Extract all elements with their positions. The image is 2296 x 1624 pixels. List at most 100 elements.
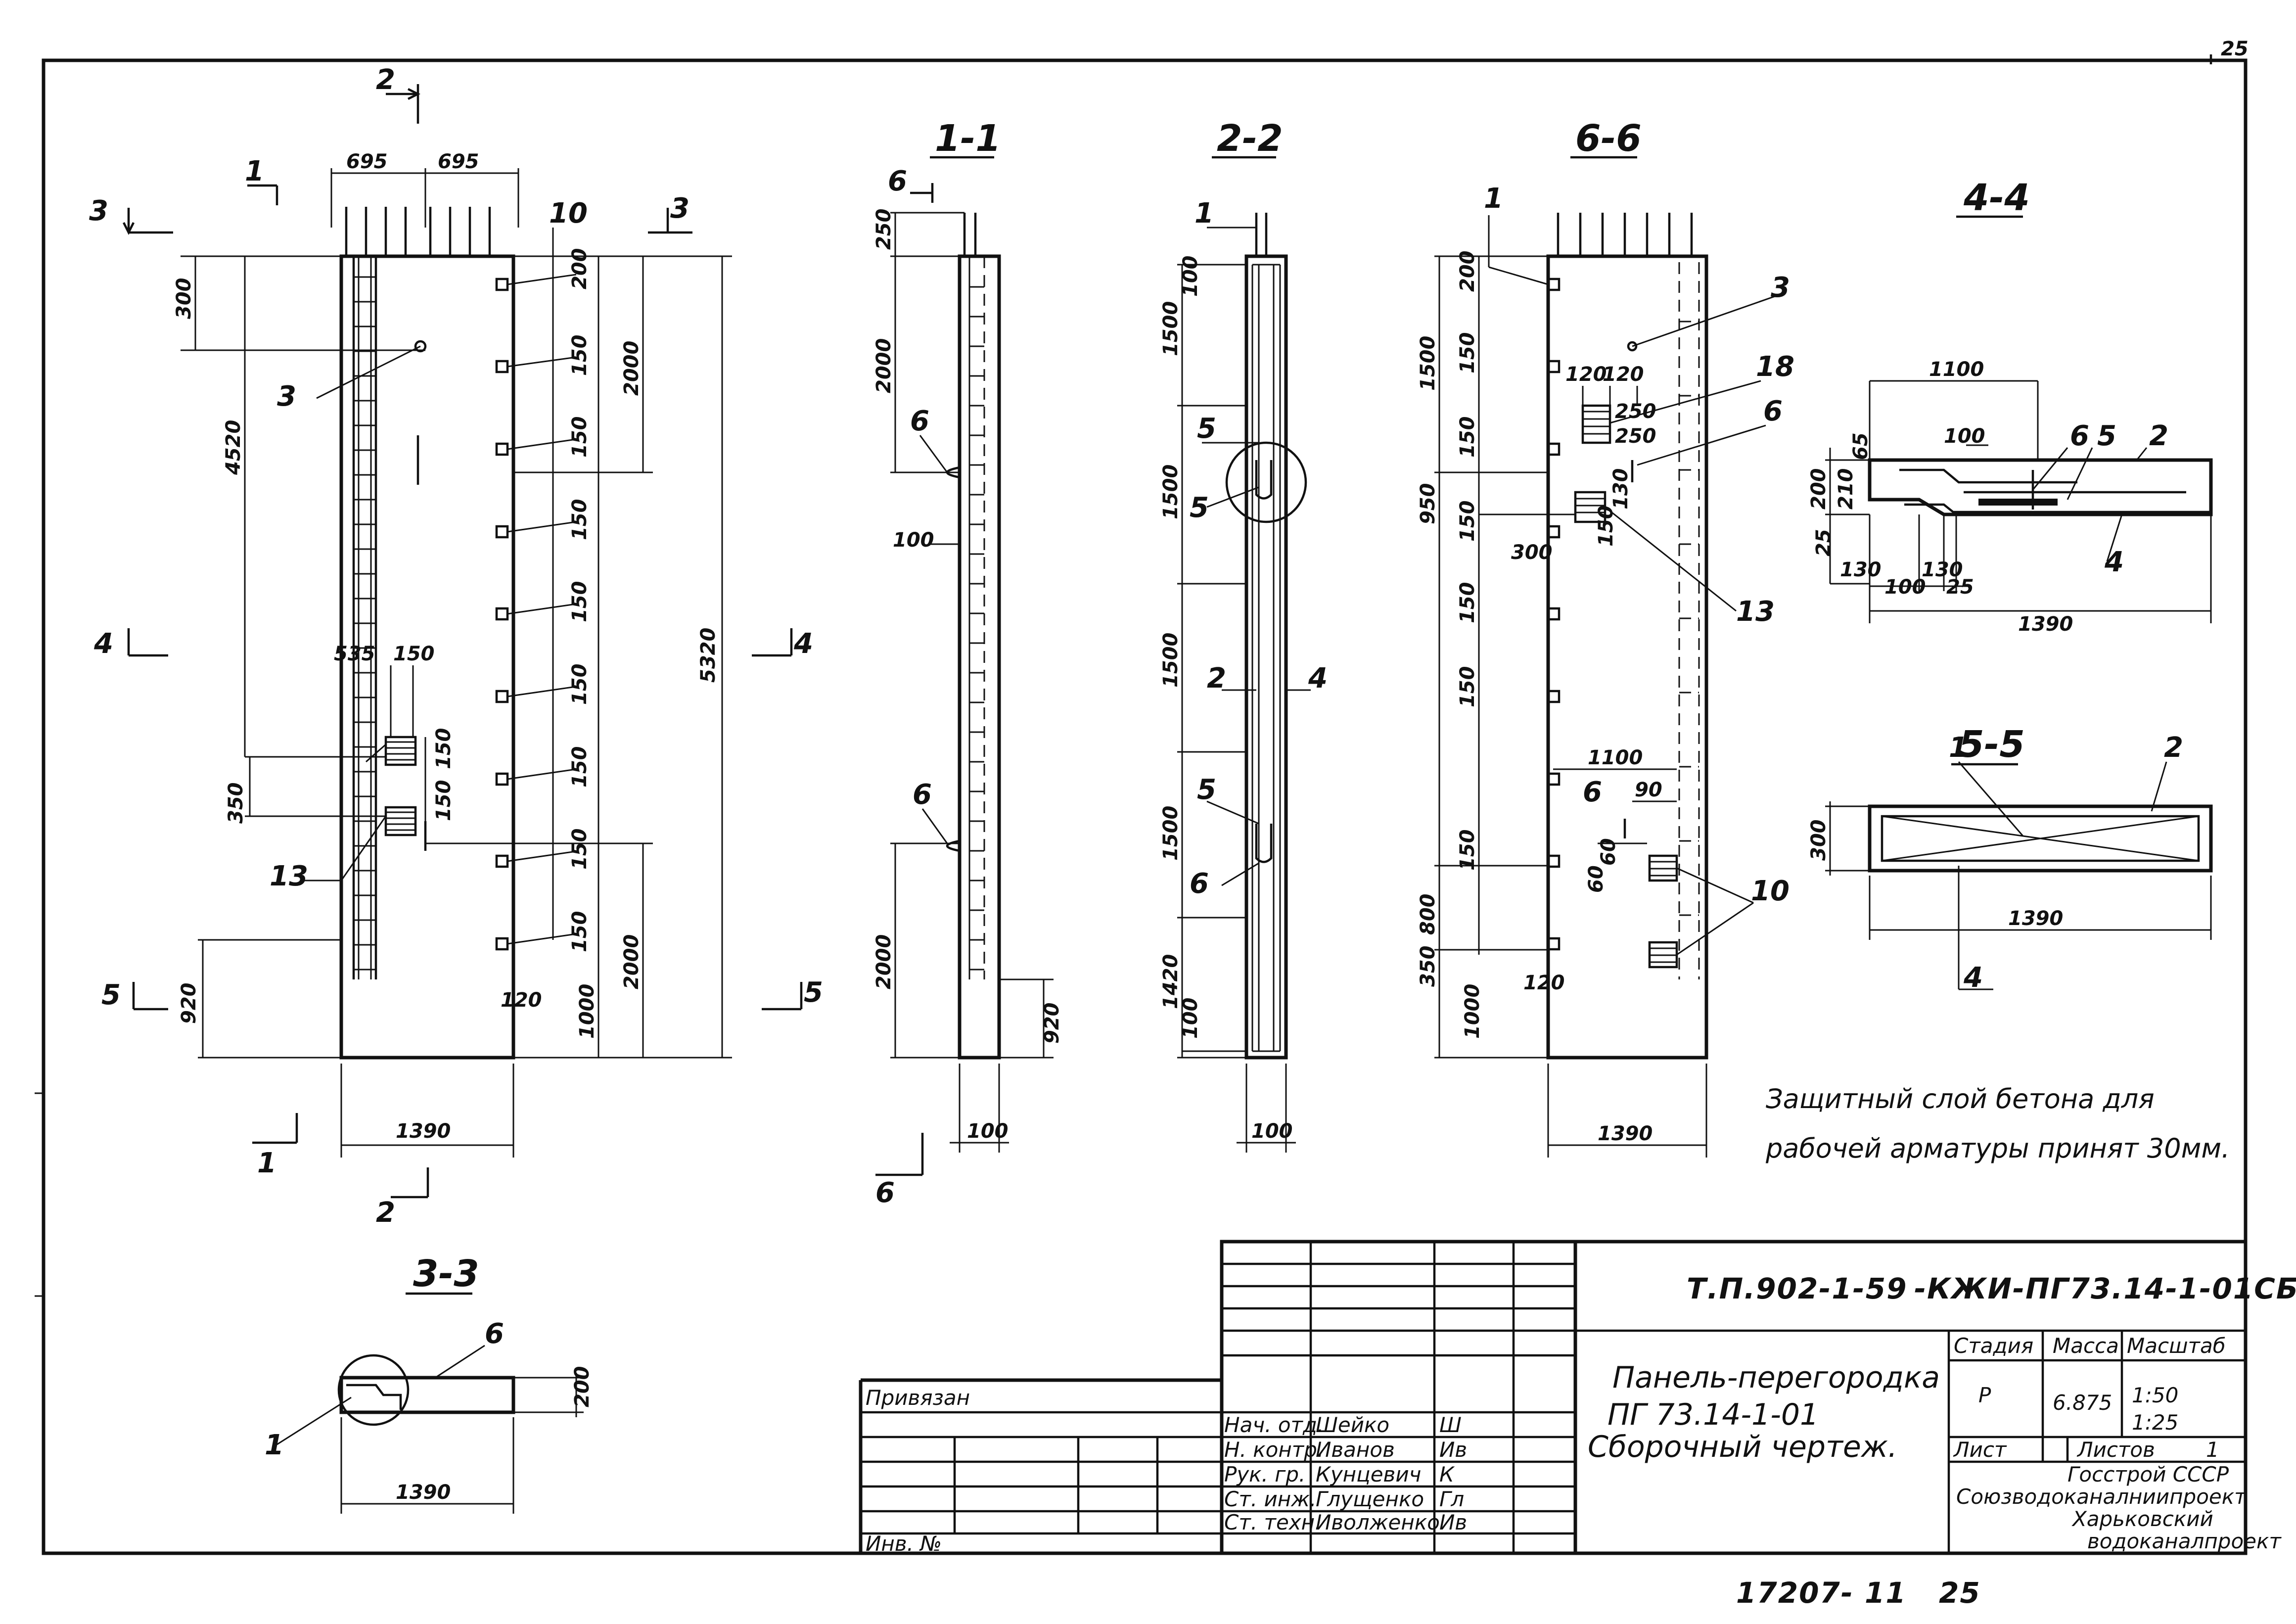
title-line-1: Панель-перегородка — [1612, 1360, 1940, 1395]
s55-dim-1390: 1390 — [2008, 907, 2063, 930]
s55-dim-300: 300 — [1807, 820, 1830, 861]
s44-dim-1100: 1100 — [1929, 358, 1984, 381]
dim-1000: 1000 — [576, 984, 598, 1039]
section-1-1: 1-1 — [872, 117, 1063, 1209]
sig-sign-1: Ш — [1439, 1413, 1462, 1437]
s66-dim-150-b: 150 — [1456, 417, 1479, 458]
s22-dim-1500-d: 1500 — [1159, 806, 1182, 861]
dim-150-r6: 150 — [568, 746, 591, 788]
callout-13-main: 13 — [270, 860, 308, 892]
s22-callout-4-b: 5 — [1190, 492, 1209, 524]
s66-dim-1500: 1500 — [1417, 336, 1439, 391]
dim-2000-top: 2000 — [620, 341, 643, 396]
org-line-1: Госстрой СССР — [2067, 1462, 2229, 1486]
s66-callout-10: 10 — [1751, 875, 1790, 907]
cut-2-top: 2 — [376, 64, 395, 96]
s66-callout-18: 18 — [1756, 351, 1794, 383]
s11-stirrups — [969, 286, 984, 971]
dim-150-r8: 150 — [568, 911, 591, 953]
dim-695-right: 695 — [438, 150, 479, 173]
dim-920: 920 — [178, 983, 200, 1024]
sig-name-2: Иванов — [1316, 1438, 1395, 1462]
note-line-1: Защитный слой бетона для — [1766, 1083, 2155, 1114]
s44-dim-25-bottom: 25 — [1946, 576, 1974, 599]
dim-150-r3: 150 — [568, 499, 591, 541]
s66-dim-60-a: 60 — [1597, 838, 1620, 866]
org-line-4: водоканалпроект — [2087, 1529, 2282, 1553]
dim-150-r5: 150 — [568, 664, 591, 705]
sheets-value: 1 — [2206, 1438, 2219, 1462]
title-line-2: ПГ 73.14-1-01 — [1607, 1397, 1819, 1432]
section-2-2: 2-2 1 5 5 2 4 5 6 — [1159, 117, 1328, 1153]
s66-dim-150-a: 150 — [1456, 332, 1479, 374]
s22-dim-1500-b: 1500 — [1159, 464, 1182, 519]
org-line-2: Союзводоканалниипроект — [1956, 1485, 2247, 1509]
section-6-6-title: 6-6 — [1575, 117, 1642, 160]
cut-2-bottom: 2 — [376, 1197, 395, 1229]
org-line-3: Харьковский — [2071, 1507, 2213, 1531]
s66-dim-120-b: 120 — [1603, 363, 1644, 386]
s11-dim-100-bottom: 100 — [967, 1120, 1009, 1143]
cut-4-right: 4 — [793, 628, 813, 660]
bottom-code: 17207- 11 — [1736, 1576, 1907, 1610]
s66-dim-150-f: 150 — [1456, 666, 1479, 708]
s66-dim-1390: 1390 — [1598, 1122, 1653, 1145]
s66-callout-6-a: 6 — [1763, 395, 1783, 427]
dim-5320: 5320 — [697, 628, 720, 683]
s66-loops — [1547, 278, 1561, 951]
s33-dim-200: 200 — [571, 1366, 594, 1408]
title-line-3: Сборочный чертеж. — [1588, 1430, 1897, 1464]
s66-dim-800: 800 — [1417, 894, 1439, 935]
sig-role-2: Н. контр. — [1224, 1438, 1324, 1462]
cut-4-left: 4 — [93, 628, 113, 660]
dim-300: 300 — [173, 278, 195, 320]
dim-535: 535 — [334, 643, 375, 665]
cut-3-right: 3 — [670, 192, 689, 225]
s44-dim-100-bottom: 100 — [1884, 576, 1926, 599]
s11-callout-6-b: 6 — [913, 779, 932, 811]
s44-dim-130-a: 130 — [1840, 558, 1882, 581]
sig-name-4: Глущенко — [1316, 1487, 1424, 1511]
title-block: Т.П.902-1-59 -КЖИ-ПГ73.14-1-01СБ Привяза… — [859, 1240, 2296, 1556]
s22-callout-1: 1 — [1194, 197, 1214, 230]
section-1-1-title: 1-1 — [935, 117, 1001, 160]
dim-150-c: 150 — [432, 780, 455, 822]
s11-cut-6-bottom: 6 — [875, 1177, 895, 1209]
mass-header: Масса — [2053, 1334, 2119, 1358]
dim-350: 350 — [225, 783, 247, 824]
s66-dim-120-a: 120 — [1565, 363, 1607, 386]
s22-dim-1500-c: 1500 — [1159, 633, 1182, 688]
sig-name-5: Иволженко — [1316, 1510, 1440, 1534]
s44-callout-6: 6 — [2070, 420, 2089, 452]
s66-dim-1000: 1000 — [1461, 984, 1484, 1039]
s66-dim-1100: 1100 — [1588, 746, 1643, 769]
s66-callout-6-b: 6 — [1583, 776, 1602, 808]
s44-dim-200: 200 — [1807, 468, 1830, 510]
s66-callout-13: 13 — [1736, 596, 1775, 628]
section-4-4: 4-4 6 5 2 4 1100 65 200 210 1 — [1807, 177, 2213, 636]
cut-5-left: 5 — [101, 979, 121, 1011]
s66-dim-60-b: 60 — [1585, 865, 1607, 893]
mass-value: 6.875 — [2053, 1391, 2112, 1415]
section-2-2-title: 2-2 — [1217, 117, 1283, 160]
s55-callout-2: 2 — [2164, 732, 2183, 764]
s66-dim-150-d: 150 — [1456, 501, 1479, 542]
s44-dim-210: 210 — [1835, 468, 1857, 510]
dim-150-r4: 150 — [568, 581, 591, 623]
main-elevation — [181, 168, 732, 1158]
ladder-rungs — [354, 276, 376, 971]
section-5-5-title: 5-5 — [1959, 723, 2025, 766]
s44-dim-25-left: 25 — [1812, 529, 1835, 557]
s11-dim-250: 250 — [872, 209, 895, 250]
s11-dim-920: 920 — [1041, 1003, 1063, 1044]
s66-dim-90: 90 — [1635, 779, 1662, 801]
s22-callout-4-a: 5 — [1197, 413, 1216, 445]
s22-dim-100-top: 100 — [1179, 256, 1202, 297]
dim-4520: 4520 — [222, 420, 245, 475]
bottom-sheet-no: 25 — [1939, 1576, 1981, 1610]
s11-dim-2000-top: 2000 — [872, 338, 895, 393]
section-3-3-title: 3-3 — [413, 1253, 479, 1295]
s55-callout-1: 1 — [1949, 732, 1968, 764]
cut-5-right: 5 — [804, 976, 823, 1009]
note-line-2: рабочей арматуры принят 30мм. — [1765, 1133, 2230, 1164]
